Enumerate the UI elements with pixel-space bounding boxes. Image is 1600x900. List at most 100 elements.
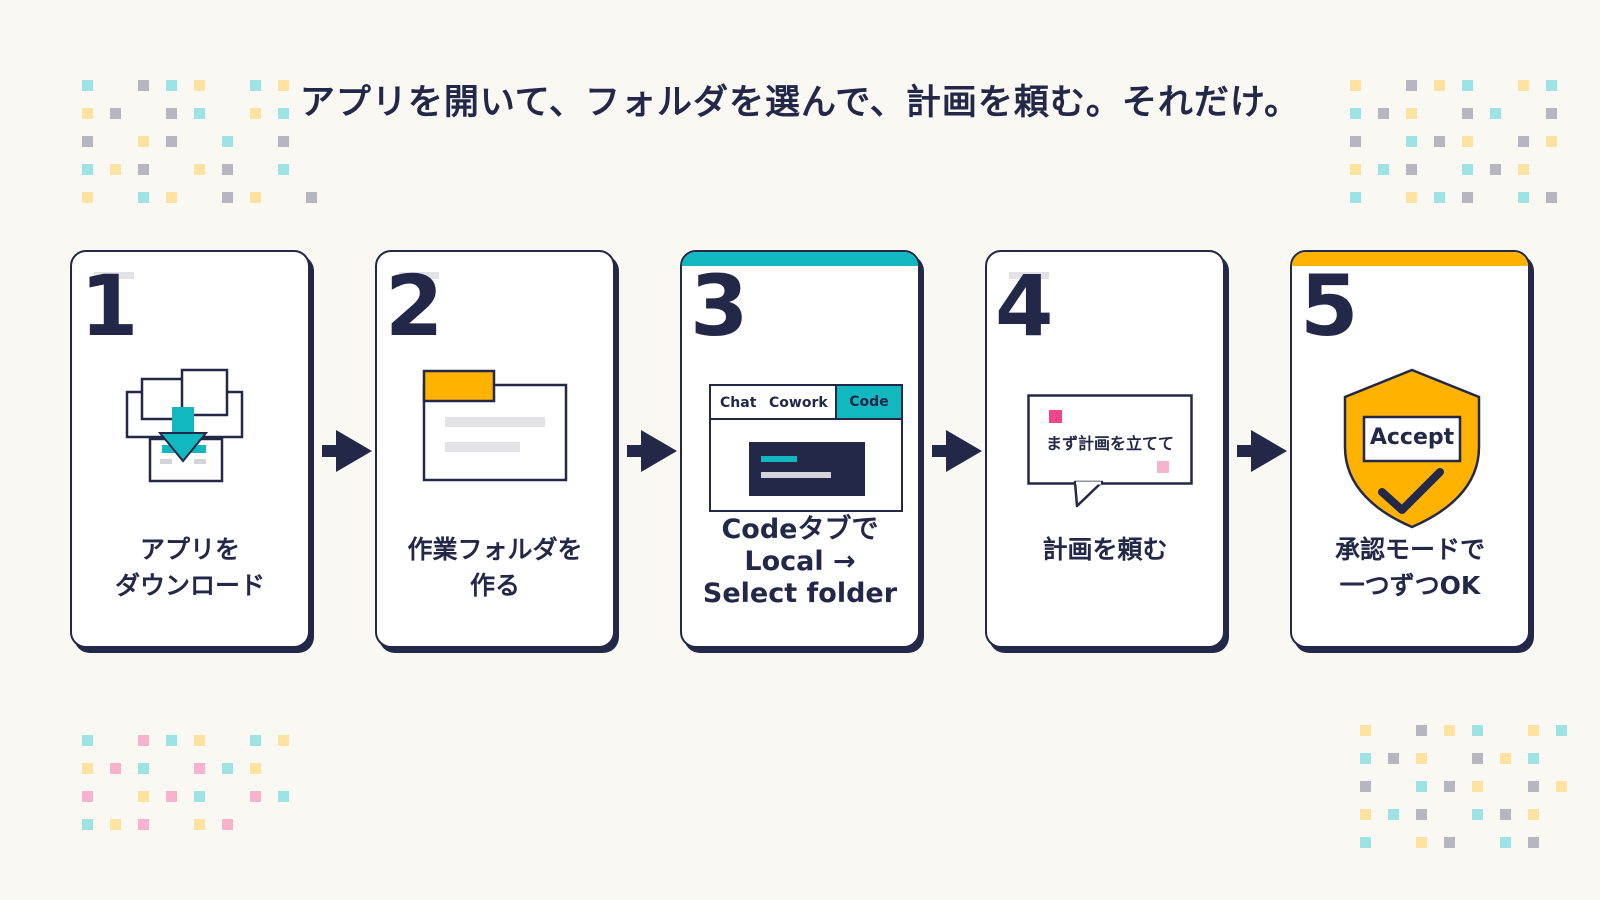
step-label: 計画を頼む: [987, 532, 1223, 568]
decorative-dot: [138, 819, 149, 830]
decorative-dot: [1472, 809, 1483, 820]
decorative-dot: [278, 791, 289, 802]
decorative-dot: [1416, 725, 1427, 736]
decorative-dot: [306, 192, 317, 203]
decorative-dot: [194, 763, 205, 774]
decorative-dot: [138, 791, 149, 802]
decorative-dot: [250, 763, 261, 774]
decorative-dot: [110, 763, 121, 774]
decorative-dot: [1518, 80, 1529, 91]
decorative-dot: [1528, 781, 1539, 792]
decorative-dot: [82, 735, 93, 746]
decorative-dot: [110, 108, 121, 119]
tab-cowork: Cowork: [769, 395, 828, 411]
decorative-dot: [1406, 108, 1417, 119]
step-card-5: 5 Accept 承認モードで 一つずつOK: [1290, 250, 1530, 648]
decorative-dot: [222, 164, 233, 175]
step-number: 1: [80, 257, 139, 355]
decorative-dot: [82, 136, 93, 147]
step-label-line: 作る: [469, 571, 520, 600]
decorative-dot: [250, 192, 261, 203]
decorative-dot: [82, 819, 93, 830]
decorative-dot: [1462, 80, 1473, 91]
bubble-text: まず計画を立てて: [1045, 434, 1174, 453]
decorative-dot: [138, 136, 149, 147]
decorative-dot: [1500, 753, 1511, 764]
decorative-dot: [222, 192, 233, 203]
decorative-dot: [1444, 781, 1455, 792]
decorative-dot: [1406, 136, 1417, 147]
decorative-dot: [1462, 136, 1473, 147]
decorative-dot: [1406, 192, 1417, 203]
decorative-dot: [82, 763, 93, 774]
decorative-dot: [166, 108, 177, 119]
decorative-dot: [250, 735, 261, 746]
dot-cluster-top-right: [1350, 80, 1560, 205]
step-number: 5: [1300, 257, 1359, 355]
shield-check-icon: Accept: [1337, 367, 1487, 532]
code-panel: [749, 442, 865, 496]
decorative-dot: [138, 192, 149, 203]
decorative-dot: [1350, 164, 1361, 175]
decorative-dot: [1546, 80, 1557, 91]
decorative-dot: [166, 80, 177, 91]
decorative-dot: [1518, 192, 1529, 203]
decorative-dot: [1528, 809, 1539, 820]
arrow-right-icon: [1237, 430, 1287, 472]
decorative-dot: [1472, 753, 1483, 764]
decorative-dot: [1360, 781, 1371, 792]
decorative-dot: [1518, 136, 1529, 147]
step-label-line: Local →: [744, 546, 856, 577]
decorative-dot: [1350, 80, 1361, 91]
decorative-dot: [1416, 809, 1427, 820]
tab-code: Code: [835, 386, 901, 418]
decorative-dot: [110, 819, 121, 830]
tab-chat: Chat: [720, 395, 757, 411]
decorative-dot: [194, 735, 205, 746]
decorative-dot: [1462, 192, 1473, 203]
decorative-dot: [1546, 136, 1557, 147]
decorative-dot: [250, 80, 261, 91]
decorative-dot: [1500, 837, 1511, 848]
step-label-line: アプリを: [139, 535, 240, 564]
decorative-dot: [138, 763, 149, 774]
decorative-dot: [1472, 781, 1483, 792]
step-label-line: Select folder: [702, 578, 898, 609]
number-underline: [94, 272, 134, 279]
decorative-dot: [1546, 108, 1557, 119]
code-line-accent: [761, 456, 797, 462]
decorative-dot: [1434, 192, 1445, 203]
decorative-dot: [110, 164, 121, 175]
dot-cluster-top-left: [82, 80, 317, 205]
download-windows-icon: [125, 368, 244, 483]
arrow-right-icon: [627, 430, 677, 472]
arrow-right-icon: [932, 430, 982, 472]
decorative-dot: [1472, 725, 1483, 736]
decorative-dot: [194, 791, 205, 802]
decorative-dot: [82, 164, 93, 175]
step-label: 作業フォルダを 作る: [377, 532, 613, 604]
decorative-dot: [278, 108, 289, 119]
decorative-dot: [1556, 781, 1567, 792]
decorative-dot: [1378, 164, 1389, 175]
decorative-dot: [1556, 725, 1567, 736]
step-card-4: 4 まず計画を立てて 計画を頼む: [985, 250, 1225, 648]
decorative-dot: [1528, 725, 1539, 736]
decorative-dot: [1350, 108, 1361, 119]
shield-text: Accept: [1369, 425, 1455, 450]
dot-cluster-bottom-left: [82, 735, 292, 835]
decorative-dot: [278, 164, 289, 175]
card-accent-bar: [1292, 252, 1528, 266]
decorative-dot: [138, 164, 149, 175]
decorative-dot: [250, 791, 261, 802]
decorative-dot: [194, 108, 205, 119]
decorative-dot: [1406, 80, 1417, 91]
card-accent-bar: [682, 252, 918, 266]
number-underline: [1009, 272, 1049, 279]
decorative-dot: [1500, 809, 1511, 820]
decorative-dot: [1490, 108, 1501, 119]
decorative-dot: [1350, 136, 1361, 147]
decorative-dot: [166, 791, 177, 802]
step-label: 承認モードで 一つずつOK: [1292, 532, 1528, 604]
folder-icon: [422, 369, 568, 482]
